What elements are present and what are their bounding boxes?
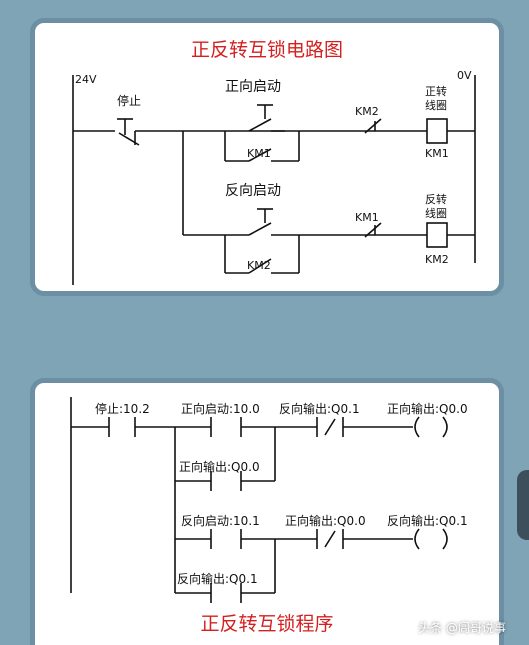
ladder-rev-coil [414,528,448,550]
ladder-rev-start-label: 反向启动:10.1 [181,513,260,528]
circuit-panel: 正反转互锁电路图 24V 0V 停止 正向启动 KM1 [30,18,504,296]
circuit-title: 正反转互锁电路图 [190,39,343,61]
ladder-panel: 停止:10.2 正向启动:10.0 反向输出:Q0.1 正向输出:Q0.0 正向… [30,378,504,645]
km1-interlock-contact [355,222,382,238]
stop-label: 停止 [117,93,141,108]
km1-coil [426,118,448,144]
ladder-stop-contact [108,417,136,437]
ladder-rev-out-nc-contact [316,417,344,437]
ground-label: 0V [457,69,472,82]
ladder-rev-out-nc-label: 反向输出:Q0.1 [279,401,360,416]
rev-start-label: 反向启动 [225,183,281,199]
ladder-rev-hold-contact [210,583,242,603]
watermark: 头条 @闾哥说事 [418,621,506,635]
ladder-fwd-start-label: 正向启动:10.0 [181,401,260,416]
rev-coil-label-1: 反转 [425,192,447,206]
km2-hold-contact [248,258,272,274]
rev-start-button [248,208,273,236]
ladder-rev-start-contact [210,529,242,549]
km1-coil-label: KM1 [425,147,449,160]
stop-button [117,118,140,146]
km1-interlock-label: KM1 [355,211,379,224]
km1-hold-label: KM1 [247,147,271,160]
km2-hold-label: KM2 [247,259,271,272]
rev-coil-label-2: 线圈 [425,206,447,220]
fwd-start-button [248,104,273,132]
ladder-fwd-coil [414,416,448,438]
ladder-fwd-out-nc-label: 正向输出:Q0.0 [285,513,366,528]
fwd-start-label: 正向启动 [225,79,281,95]
fwd-coil-label-1: 正转 [425,84,447,98]
screen-edge [517,470,529,540]
km2-coil-label: KM2 [425,253,449,266]
ladder-fwd-hold-contact [210,471,242,491]
ladder-fwd-out-nc-contact [316,529,344,549]
circuit-diagram: 24V 0V 停止 正向启动 KM1 KM2 [72,69,476,285]
km2-interlock-contact [355,118,382,134]
fwd-coil-label-2: 线圈 [425,98,447,112]
ladder-rev-coil-label: 反向输出:Q0.1 [387,513,468,528]
km2-interlock-label: KM2 [355,105,379,118]
km1-hold-contact [248,148,272,162]
ladder-title: 正反转互锁程序 [200,613,334,635]
ladder-fwd-start-contact [210,417,242,437]
ladder-fwd-coil-label: 正向输出:Q0.0 [387,401,468,416]
ladder-diagram: 停止:10.2 正向启动:10.0 反向输出:Q0.1 正向输出:Q0.0 正向… [70,397,468,603]
supply-label: 24V [75,73,97,86]
ladder-stop-label: 停止:10.2 [95,401,150,416]
km2-coil [426,222,448,248]
ladder-fwd-hold-label: 正向输出:Q0.0 [179,459,260,474]
ladder-rev-hold-label: 反向输出:Q0.1 [177,571,258,586]
